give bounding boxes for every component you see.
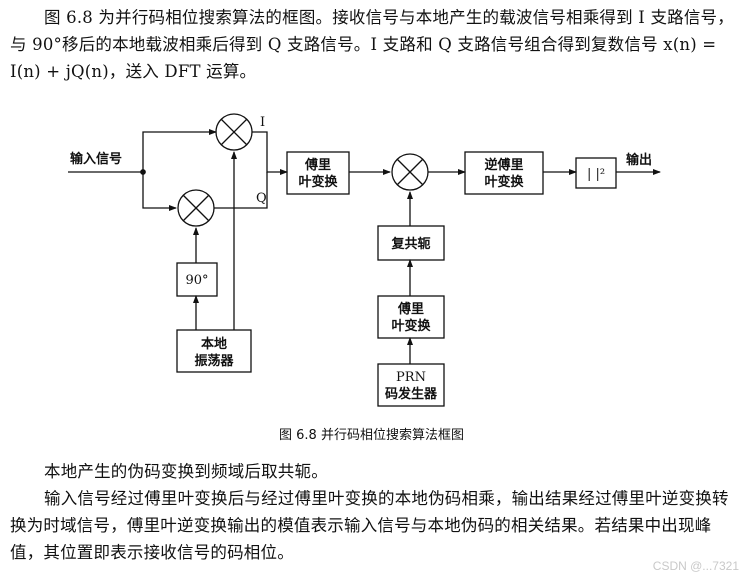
prn-fft-label-2: 叶变换	[391, 318, 431, 334]
i-mixer	[215, 113, 253, 151]
ifft-block	[464, 151, 544, 195]
intro-paragraph: 图 6.8 为并行码相位搜索算法的框图。接收信号与本地产生的载波信号相乘得到 I…	[10, 8, 734, 81]
input-label: 输入信号	[70, 151, 122, 167]
body-paragraph-explanation: 输入信号经过傅里叶变换后与经过傅里叶变换的本地伪码相乘，输出结果经过傅里叶逆变换…	[10, 489, 729, 562]
body-paragraph-conjugate: 本地产生的伪码变换到频域后取共轭。	[44, 462, 328, 481]
osc-label-2: 振荡器	[194, 353, 234, 369]
product-mixer	[391, 153, 429, 191]
input-to-q-mixer	[142, 172, 177, 211]
fft-block	[286, 151, 350, 195]
i-label: I	[260, 115, 265, 130]
conj-label: 复共轭	[390, 236, 430, 252]
q-to-fft	[214, 172, 268, 209]
ifft-label-2: 叶变换	[484, 174, 524, 190]
abs-squared-block	[575, 157, 617, 189]
i-to-fft	[252, 131, 288, 175]
prn-label-2: 码发生器	[385, 386, 438, 402]
abs-label: | |²	[587, 167, 605, 182]
prn-fft-label-1: 傅里	[397, 301, 424, 317]
phase-shift-block	[176, 262, 218, 297]
q-label: Q	[256, 191, 267, 206]
q-mixer	[177, 189, 215, 227]
prn-generator-block	[377, 363, 445, 407]
output-label: 输出	[626, 152, 652, 168]
watermark: CSDN @...7321	[652, 559, 739, 573]
fft-label-2: 叶变换	[298, 174, 338, 190]
oscillator-block	[176, 329, 252, 373]
fft-label-1: 傅里	[304, 157, 331, 173]
input-to-i-mixer	[142, 129, 217, 172]
prn-label-1: PRN	[396, 370, 426, 385]
phase-label: 90°	[185, 273, 208, 288]
figure-caption: 图 6.8 并行码相位搜索算法框图	[279, 428, 464, 443]
osc-label-1: 本地	[201, 336, 227, 352]
ifft-label-1: 逆傅里	[484, 157, 523, 173]
